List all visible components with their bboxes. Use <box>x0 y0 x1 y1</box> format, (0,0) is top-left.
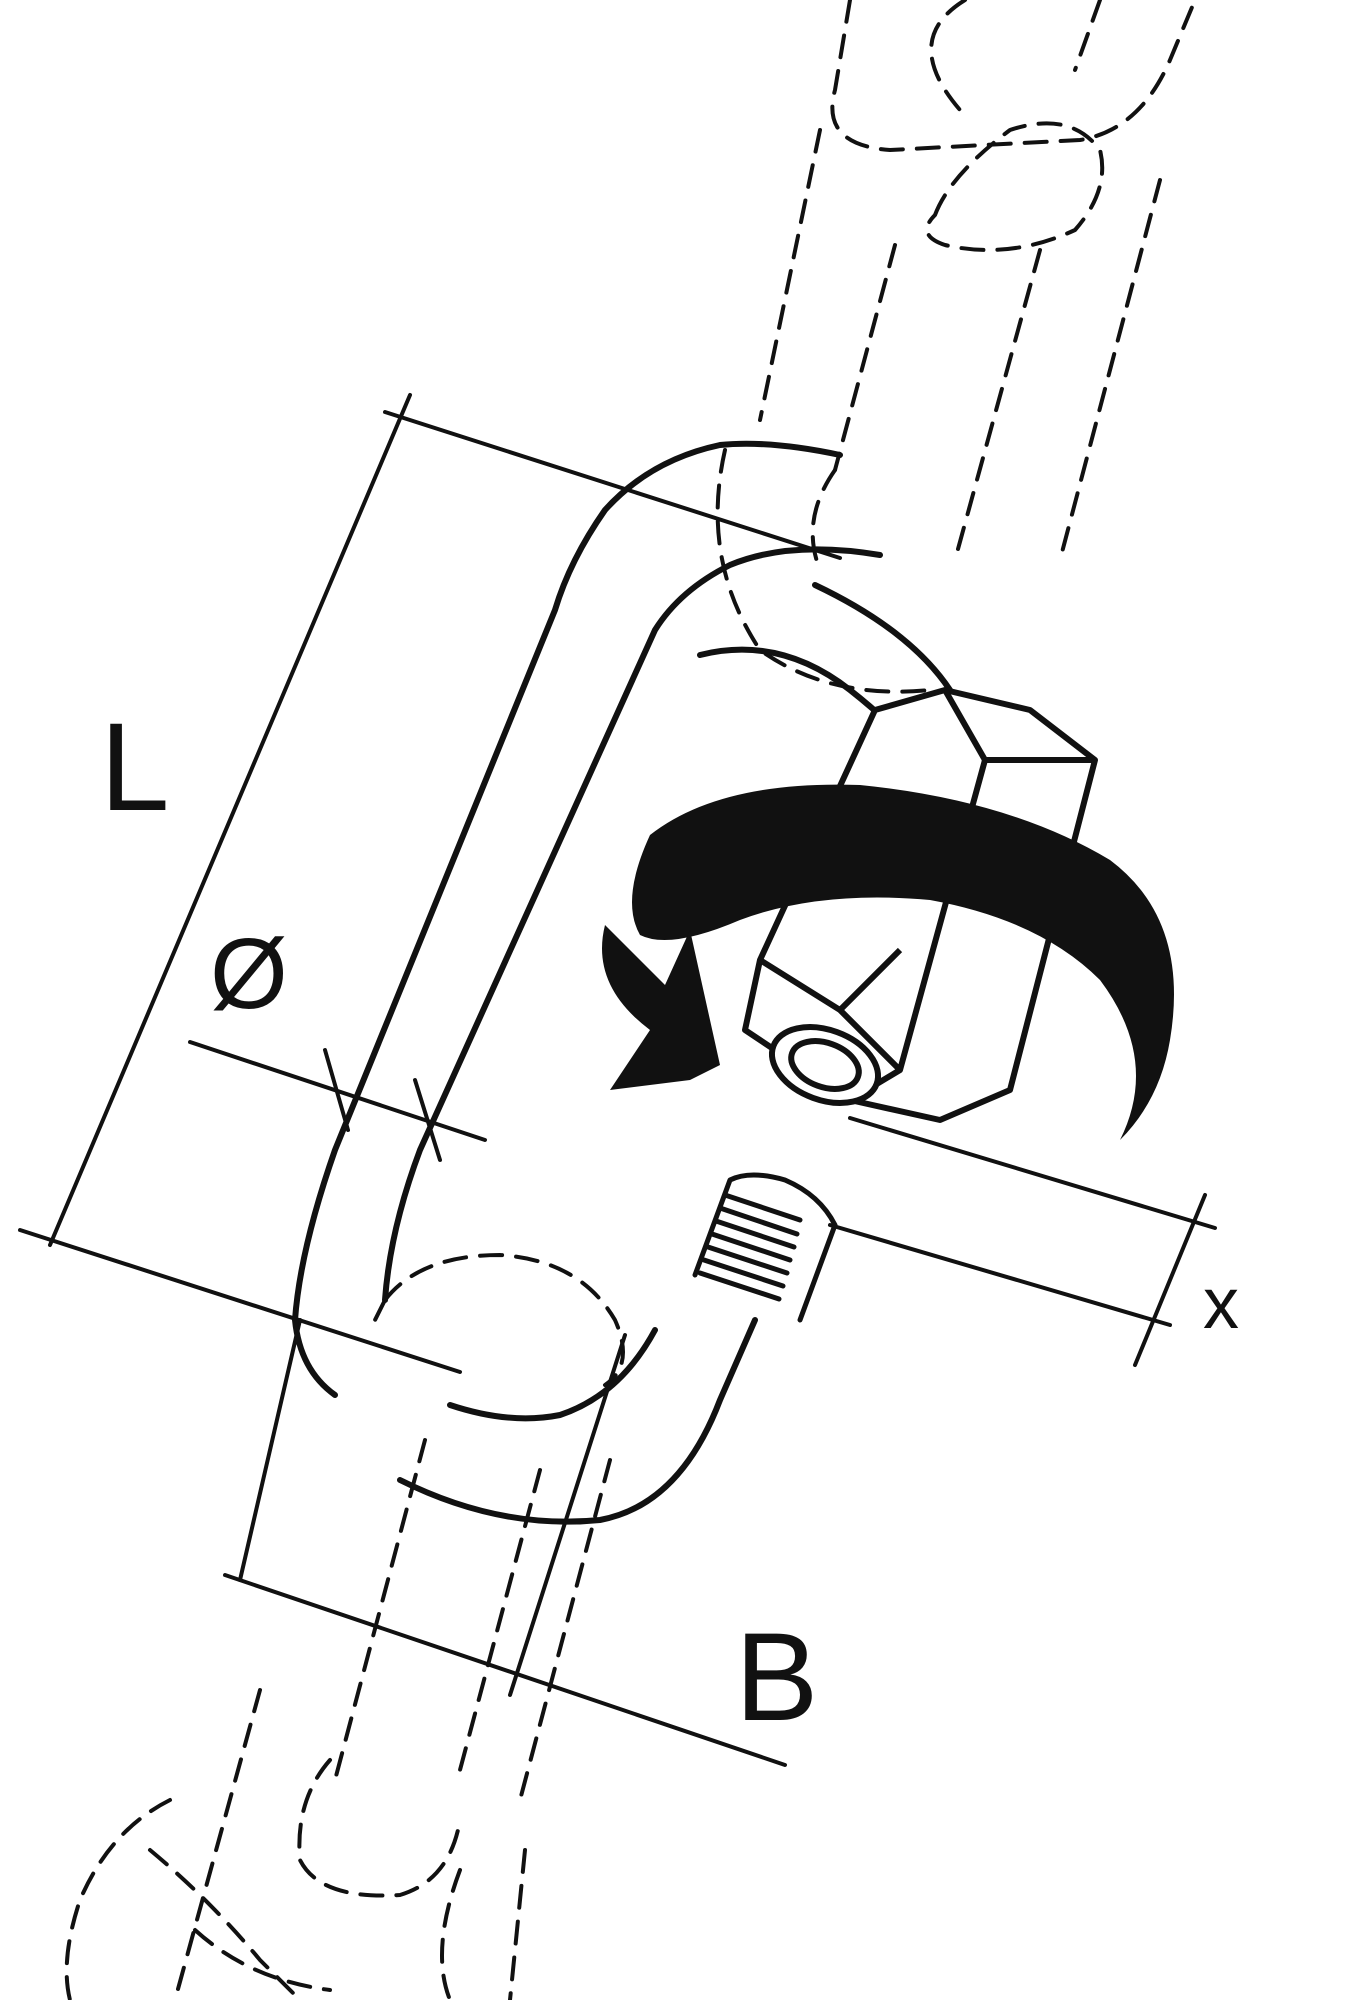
dimension-lines <box>18 393 1217 1767</box>
chain-upper <box>715 0 1197 694</box>
dimension-l-bottom-extension <box>18 1228 462 1374</box>
rotation-arrow <box>602 784 1174 1140</box>
dimension-x-measure-line <box>1133 1193 1207 1367</box>
label-diameter: Ø <box>210 918 288 1030</box>
dimension-l-measure-line <box>48 393 412 1247</box>
dimension-b-left-extension <box>238 1318 302 1582</box>
dimension-l-top-extension <box>383 410 842 560</box>
dimension-b-right-extension <box>508 1333 627 1697</box>
label-length: L <box>100 698 170 837</box>
label-opening: x <box>1203 1264 1239 1344</box>
label-width: B <box>735 1608 818 1747</box>
dimension-diameter-tick-left <box>323 1048 350 1132</box>
dimension-x-top-extension <box>848 1116 1217 1230</box>
dimension-b-measure-line <box>223 1573 787 1767</box>
chain-lower <box>64 1252 625 2000</box>
dimension-x-bottom-extension <box>828 1223 1172 1327</box>
dimension-diameter-tick-right <box>413 1078 442 1162</box>
threaded-end <box>692 1172 838 1323</box>
hex-nut <box>742 687 1098 1123</box>
